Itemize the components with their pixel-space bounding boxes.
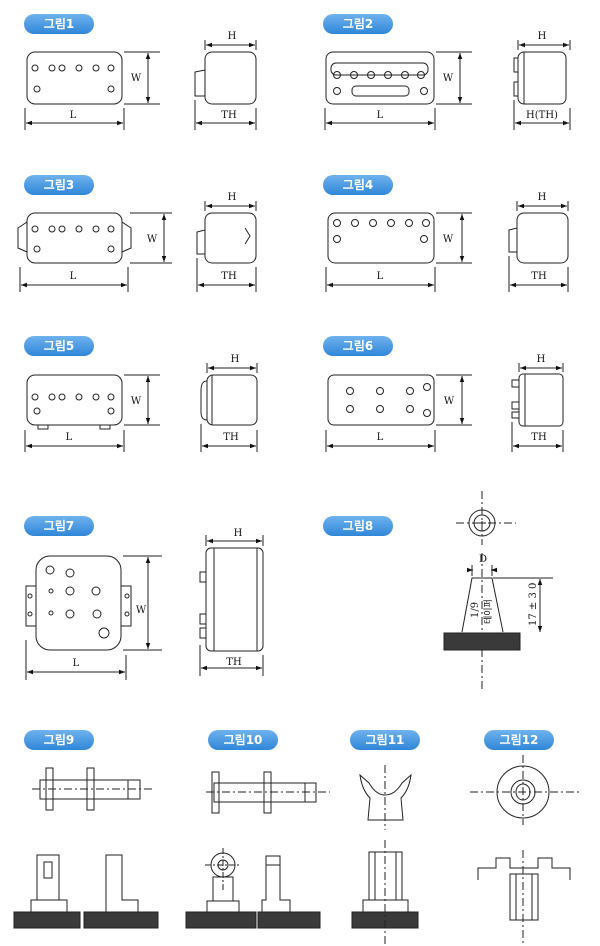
- fig8-tolerance-label: 17 ± 3 0: [528, 583, 539, 626]
- fig7-L-label: L: [73, 658, 80, 669]
- fig4-TH-label: TH: [531, 271, 547, 282]
- figure-10-badge: 그림10: [208, 730, 278, 750]
- fig2-HTH-label: H(TH): [526, 110, 558, 121]
- figure-11-badge: 그림11: [350, 730, 420, 750]
- fig3-TH-label: TH: [221, 271, 237, 282]
- figure-1-badge: 그림1: [24, 14, 94, 34]
- fig5-H-label: H: [231, 354, 240, 365]
- fig3-H-label: H: [228, 192, 237, 203]
- fig7-TH-label: TH: [226, 657, 242, 668]
- fig8-D-label: D: [479, 554, 487, 565]
- fig6-W-label: W: [444, 396, 455, 407]
- fig5-L-label: L: [66, 432, 73, 443]
- figure-11-drawing: [351, 765, 419, 944]
- figure-12-badge: 그림12: [484, 730, 554, 750]
- figure-7-badge: 그림7: [24, 516, 94, 536]
- figure-4-badge: 그림4: [323, 175, 393, 195]
- fig2-W-label: W: [443, 73, 454, 84]
- figure-8-drawing: [443, 491, 553, 690]
- fig1-H-label: H: [228, 31, 237, 42]
- fig3-L-label: L: [70, 271, 77, 282]
- fig7-H-label: H: [234, 528, 243, 539]
- fig7-W-label: W: [136, 605, 147, 616]
- fig1-W-label: W: [131, 73, 142, 84]
- fig2-H-label: H: [538, 31, 547, 42]
- figure-5-badge: 그림5: [24, 336, 94, 356]
- figure-3-badge: 그림3: [24, 175, 94, 195]
- figure-9-drawing: [13, 767, 159, 929]
- fig5-TH-label: TH: [223, 432, 239, 443]
- fig8-ratio-label: 1/9: [470, 602, 481, 618]
- fig4-H-label: H: [538, 192, 547, 203]
- fig2-L-label: L: [377, 110, 384, 121]
- figure-10-drawing: [185, 771, 330, 929]
- figure-5-drawing: [24, 363, 258, 452]
- fig1-TH-label: TH: [221, 110, 237, 121]
- fig5-W-label: W: [131, 396, 142, 407]
- figure-6-badge: 그림6: [323, 336, 393, 356]
- figure-12-drawing: [470, 755, 580, 944]
- figure-1-drawing: [24, 40, 257, 130]
- figure-6-drawing: [325, 363, 564, 452]
- figure-2-drawing: [324, 40, 571, 130]
- fig8-taper-label: 테이퍼: [483, 599, 494, 624]
- figure-7-drawing: [25, 535, 264, 680]
- fig3-W-label: W: [147, 234, 158, 245]
- fig4-L-label: L: [377, 271, 384, 282]
- fig6-H-label: H: [537, 354, 546, 365]
- fig6-TH-label: TH: [531, 432, 547, 443]
- figure-3-drawing: [17, 201, 257, 292]
- figure-2-badge: 그림2: [323, 14, 393, 34]
- figure-4-drawing: [325, 201, 569, 292]
- fig4-W-label: W: [443, 234, 454, 245]
- figure-9-badge: 그림9: [24, 730, 94, 750]
- fig1-L-label: L: [70, 110, 77, 121]
- fig6-L-label: L: [377, 432, 384, 443]
- figure-8-badge: 그림8: [323, 516, 393, 536]
